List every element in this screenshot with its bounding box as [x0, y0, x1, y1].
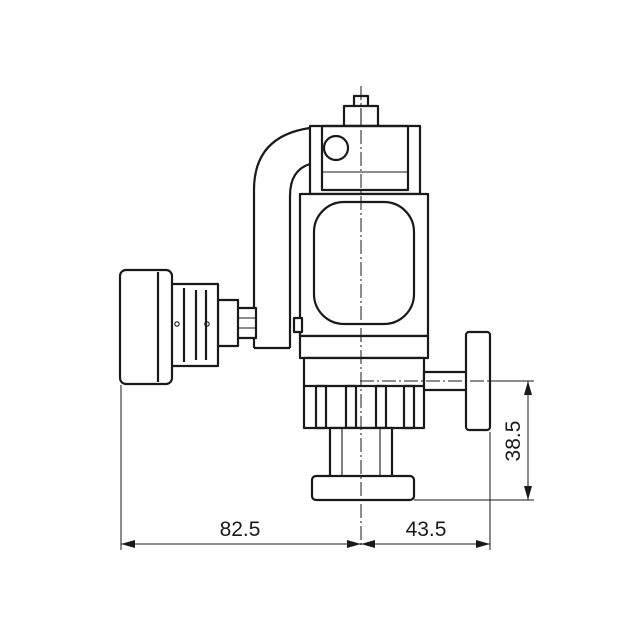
dimension-lines [120, 380, 534, 550]
bent-tube [252, 126, 311, 350]
top-port-circle [322, 134, 350, 162]
left-gauge [118, 268, 258, 386]
dimension-label-left: 82.5 [220, 518, 261, 541]
upper-body [292, 124, 430, 338]
dimension-label-right: 43.5 [406, 518, 447, 541]
dimension-label-height: 38.5 [502, 421, 525, 462]
bottom-flange [310, 426, 416, 502]
viewing-window [312, 200, 416, 326]
lower-body [298, 334, 430, 430]
